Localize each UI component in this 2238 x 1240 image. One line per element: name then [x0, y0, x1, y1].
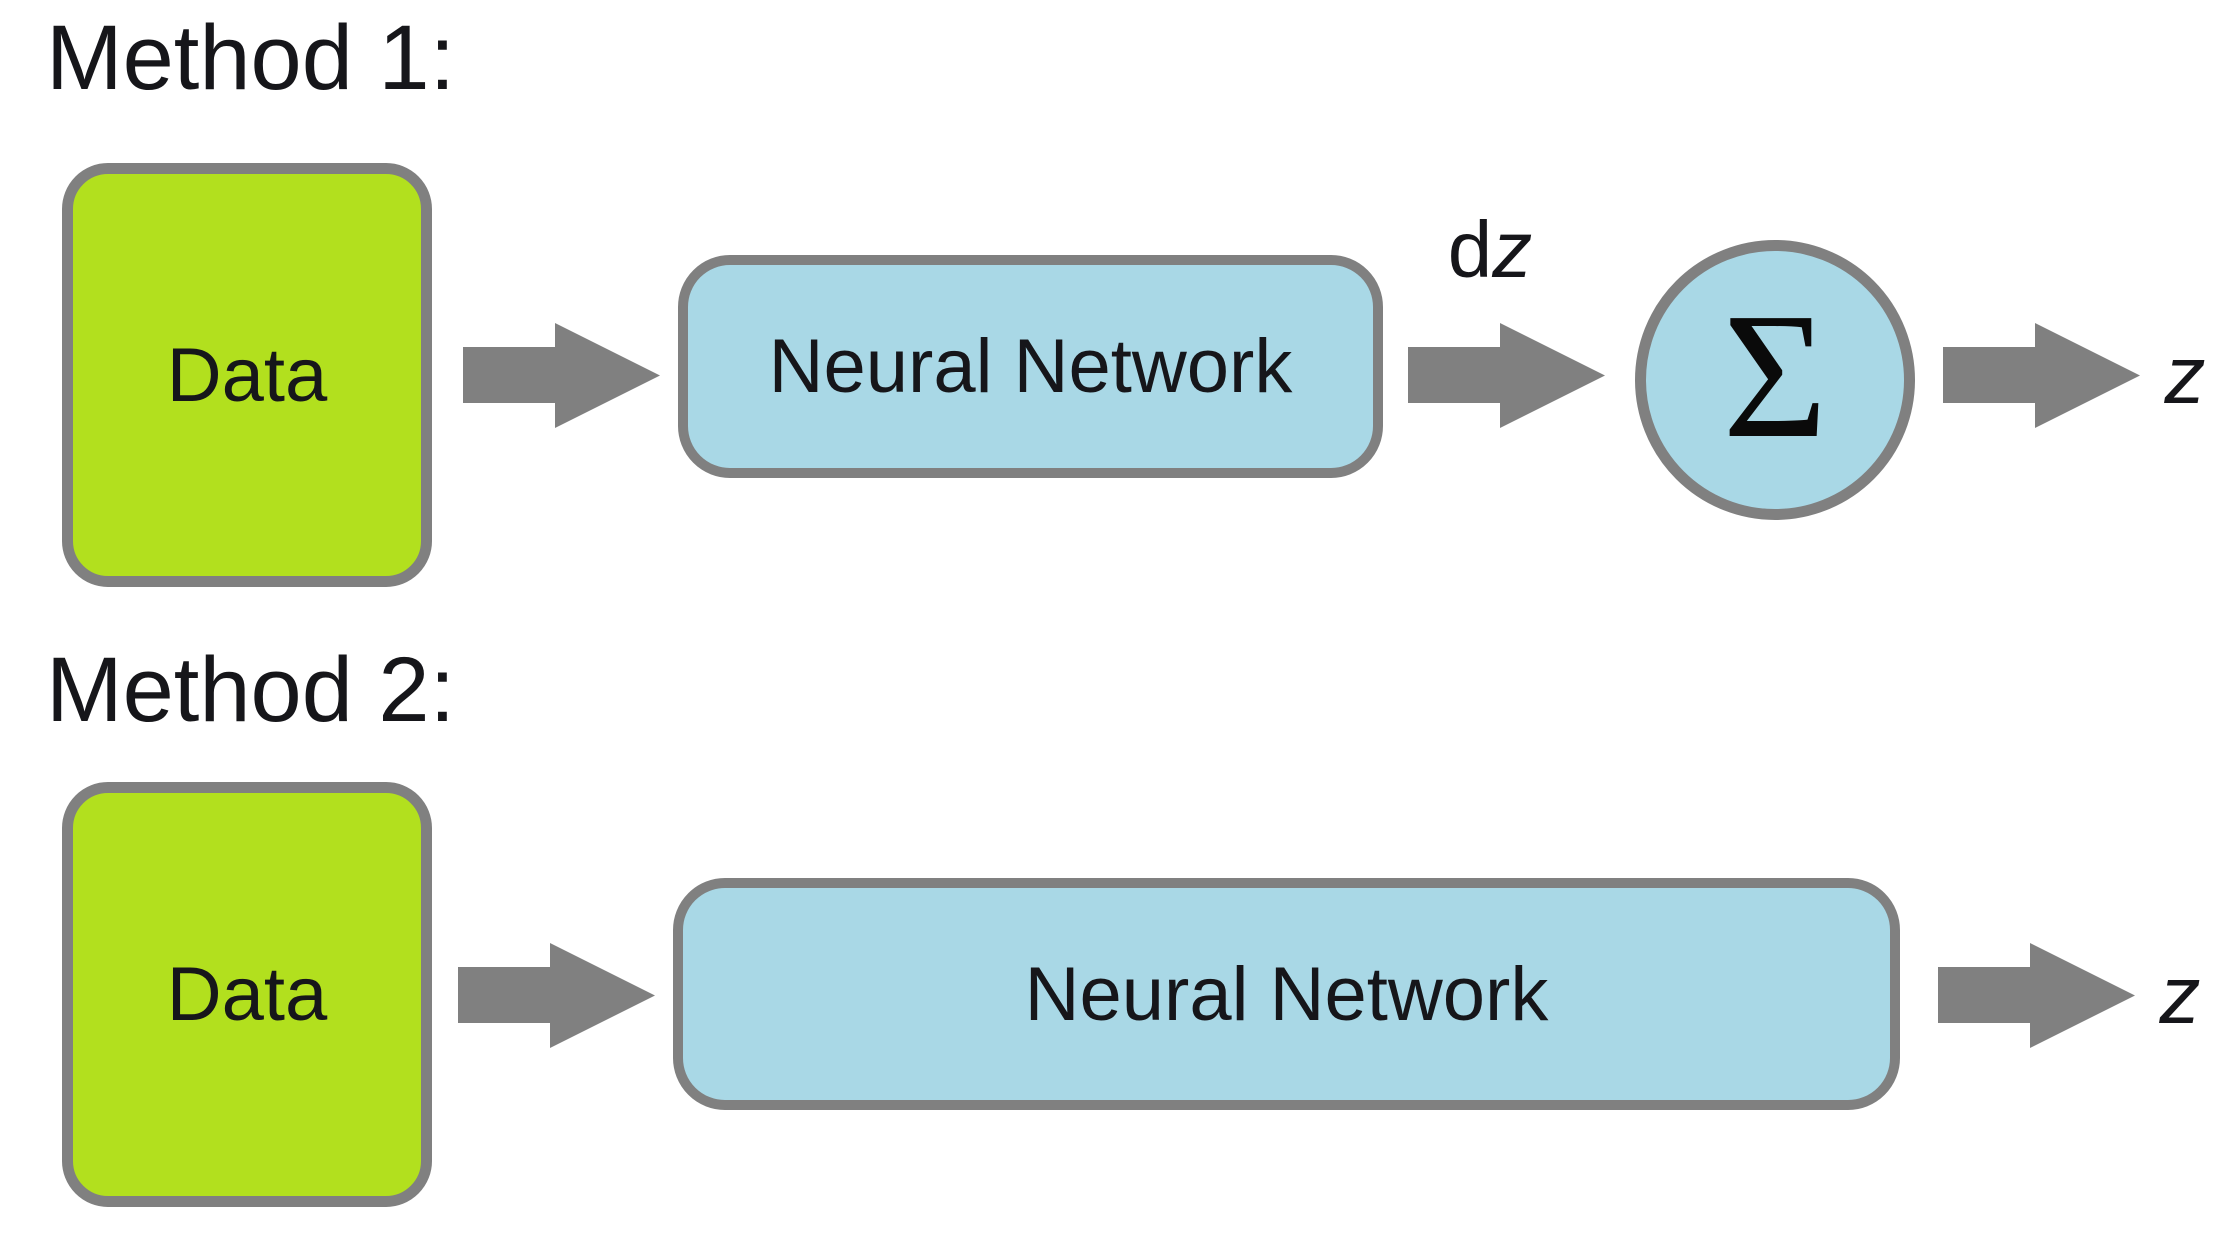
method1-neural-network-box: Neural Network [678, 255, 1383, 478]
method2-neural-network-label: Neural Network [1024, 951, 1549, 1037]
method2-data-label: Data [166, 952, 328, 1037]
method1-data-box: Data [62, 163, 432, 587]
arrow-right-icon [1938, 943, 2135, 1048]
arrow-right-icon [1408, 323, 1605, 428]
dz-differential: d [1447, 205, 1493, 294]
method1-dz-label: dz [1395, 210, 1585, 290]
method2-data-box: Data [62, 782, 432, 1207]
sigma-symbol: Σ [1722, 276, 1828, 475]
method1-neural-network-label: Neural Network [768, 324, 1293, 409]
arrow-right-icon [458, 943, 655, 1048]
method1-title: Method 1: [46, 7, 456, 109]
method2-output-label: z [2159, 949, 2201, 1041]
method2-title: Method 2: [46, 639, 456, 741]
method2-neural-network-box: Neural Network [673, 878, 1900, 1110]
dz-variable: z [1492, 205, 1533, 294]
arrow-right-icon [463, 323, 660, 428]
arrow-right-icon [1943, 323, 2140, 428]
method1-data-label: Data [166, 332, 328, 418]
method1-sum-node: Σ [1635, 240, 1915, 520]
method1-output-label: z [2164, 329, 2206, 421]
